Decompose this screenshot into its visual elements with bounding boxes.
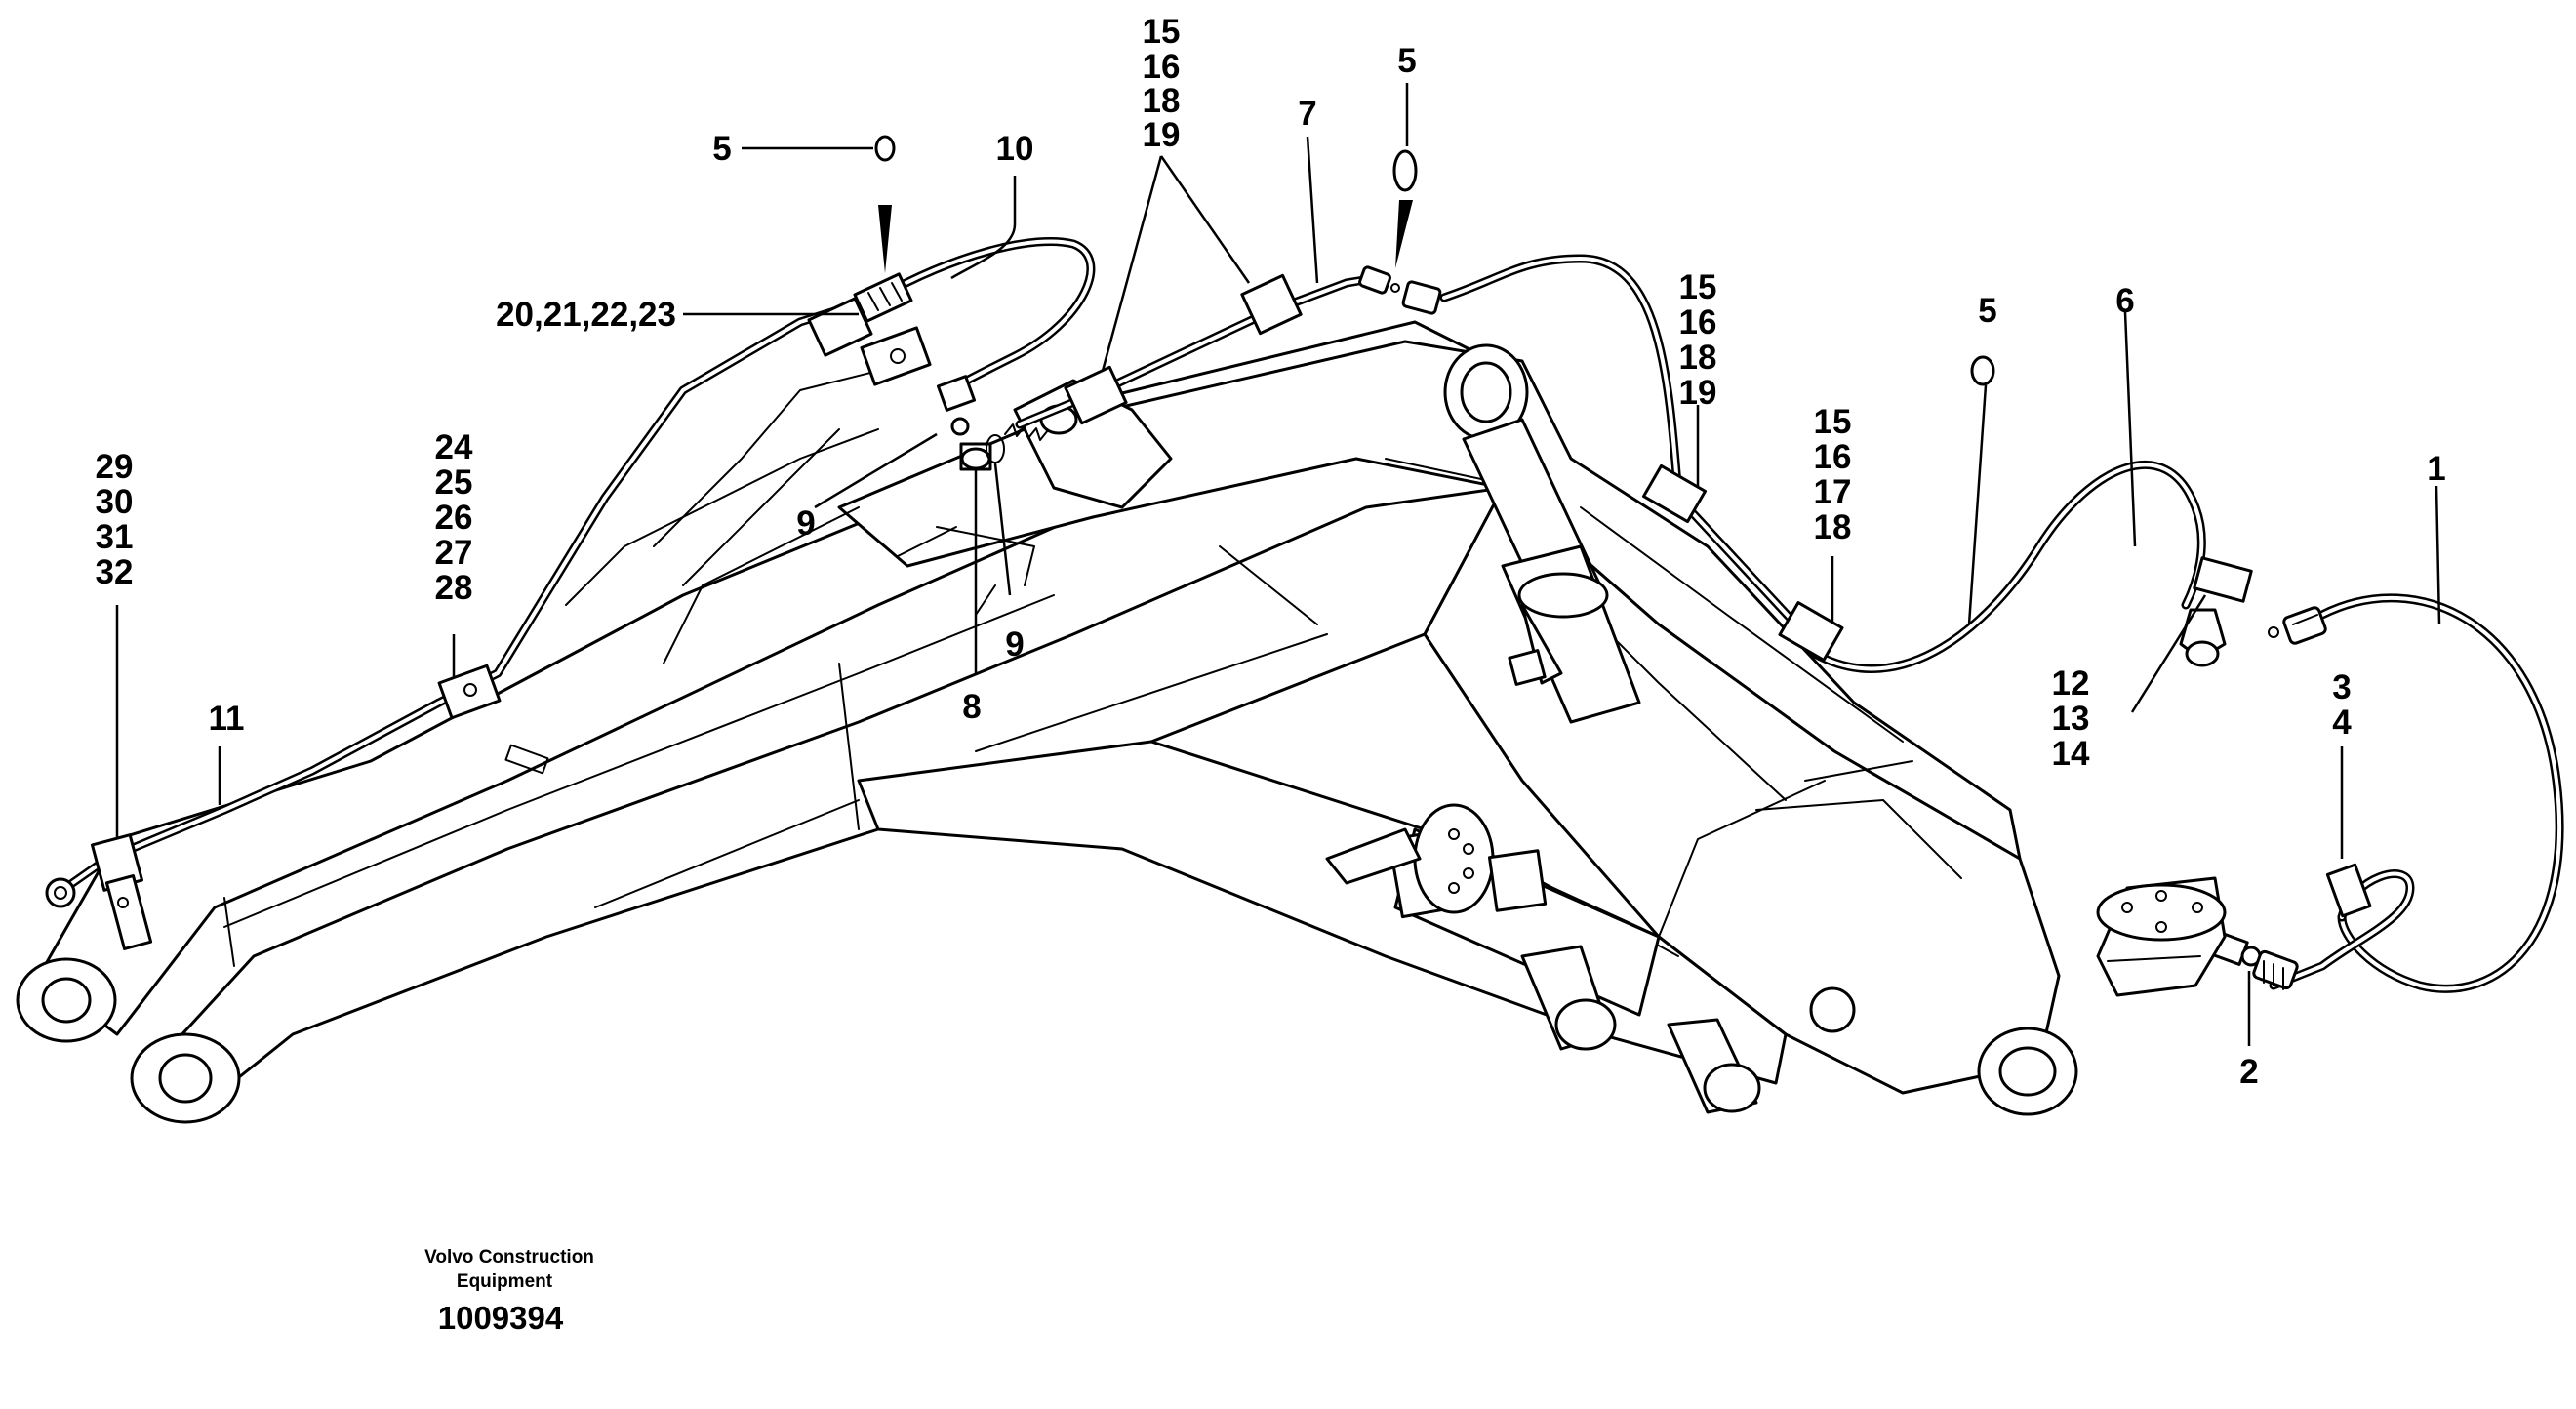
callout-20-23: 20,21,22,23 bbox=[496, 296, 676, 334]
callout-18-b: 18 bbox=[1679, 339, 1717, 377]
callout-4: 4 bbox=[2332, 704, 2352, 742]
clamp-12-14 bbox=[2193, 556, 2253, 603]
o-rings bbox=[874, 135, 1995, 386]
callout-1: 1 bbox=[2427, 450, 2445, 488]
callout-10: 10 bbox=[996, 130, 1034, 168]
callout-15-a: 15 bbox=[1143, 13, 1181, 51]
callout-15-b: 15 bbox=[1679, 268, 1717, 306]
callout-30: 30 bbox=[96, 483, 134, 521]
clamp-left bbox=[90, 833, 153, 950]
callout-13: 13 bbox=[2052, 700, 2090, 738]
o-ring-5-a bbox=[874, 135, 896, 162]
callout-16-a: 16 bbox=[1143, 48, 1181, 86]
callout-18-c: 18 bbox=[1814, 508, 1852, 546]
callout-5-b: 5 bbox=[1397, 42, 1416, 80]
clamp-3-4 bbox=[2325, 863, 2372, 918]
drawing-number: 1009394 bbox=[438, 1300, 564, 1336]
clamp-24-28 bbox=[437, 664, 502, 720]
callout-labels: 15 16 18 19 5 5 5 10 7 20,21,22,23 24 25… bbox=[96, 13, 2446, 1091]
hydraulic-lines bbox=[45, 237, 2564, 997]
callout-31: 31 bbox=[96, 518, 134, 556]
callout-28: 28 bbox=[435, 569, 473, 607]
callout-27: 27 bbox=[435, 534, 473, 572]
fitting-pipe-7 bbox=[1358, 265, 1442, 315]
footer: Volvo Construction Equipment 1009394 bbox=[424, 1247, 594, 1336]
callout-7: 7 bbox=[1298, 95, 1316, 133]
leader-lines bbox=[115, 83, 2441, 1046]
hose-6 bbox=[1810, 461, 2206, 673]
brand-line-2: Equipment bbox=[457, 1271, 553, 1292]
callout-5-c: 5 bbox=[1978, 292, 1996, 330]
callout-17-c: 17 bbox=[1814, 473, 1852, 511]
callout-29: 29 bbox=[96, 448, 134, 486]
callout-14: 14 bbox=[2052, 735, 2090, 773]
boom-arm-front bbox=[144, 486, 1505, 1114]
callout-15-c: 15 bbox=[1814, 403, 1852, 441]
fitting-8 bbox=[936, 375, 992, 471]
valve-block bbox=[2096, 876, 2227, 997]
nut-left bbox=[45, 877, 76, 908]
clamp-15-18 bbox=[1778, 601, 1844, 662]
fitting-2 bbox=[2210, 931, 2299, 990]
clamp-20-23 bbox=[807, 297, 932, 386]
callout-2: 2 bbox=[2239, 1053, 2258, 1091]
callout-16-c: 16 bbox=[1814, 438, 1852, 476]
callout-8: 8 bbox=[962, 688, 981, 726]
clamp-15-19-b bbox=[1240, 273, 1303, 336]
brand-line-1: Volvo Construction bbox=[424, 1247, 594, 1268]
callout-11: 11 bbox=[209, 700, 245, 738]
clamp-15-19-c bbox=[1641, 463, 1708, 524]
callout-3: 3 bbox=[2332, 668, 2351, 706]
o-ring-5-c bbox=[1970, 355, 1995, 386]
callout-26: 26 bbox=[435, 499, 473, 537]
fitting-elbow-12-14 bbox=[2179, 608, 2227, 667]
callout-24: 24 bbox=[435, 428, 473, 466]
callout-9-a: 9 bbox=[796, 504, 815, 543]
hose-1 bbox=[2317, 593, 2564, 993]
boom-structure bbox=[16, 320, 2078, 1124]
spring-fitting-9 bbox=[986, 423, 1049, 463]
o-ring-5-b bbox=[1392, 149, 1418, 192]
fitting-10-upper bbox=[853, 272, 913, 323]
callout-16-b: 16 bbox=[1679, 303, 1717, 342]
callout-25: 25 bbox=[435, 463, 473, 502]
callout-32: 32 bbox=[96, 553, 134, 591]
callout-19-a: 19 bbox=[1143, 116, 1181, 154]
callout-9-b: 9 bbox=[1005, 625, 1024, 664]
callout-6: 6 bbox=[2115, 282, 2134, 320]
callout-5-a: 5 bbox=[712, 130, 731, 168]
clamp-15-19-a bbox=[1064, 365, 1128, 425]
callout-18-a: 18 bbox=[1143, 82, 1181, 120]
fitting-hose-1-start bbox=[2268, 606, 2327, 645]
callout-19-b: 19 bbox=[1679, 374, 1717, 412]
callout-12: 12 bbox=[2052, 664, 2090, 703]
